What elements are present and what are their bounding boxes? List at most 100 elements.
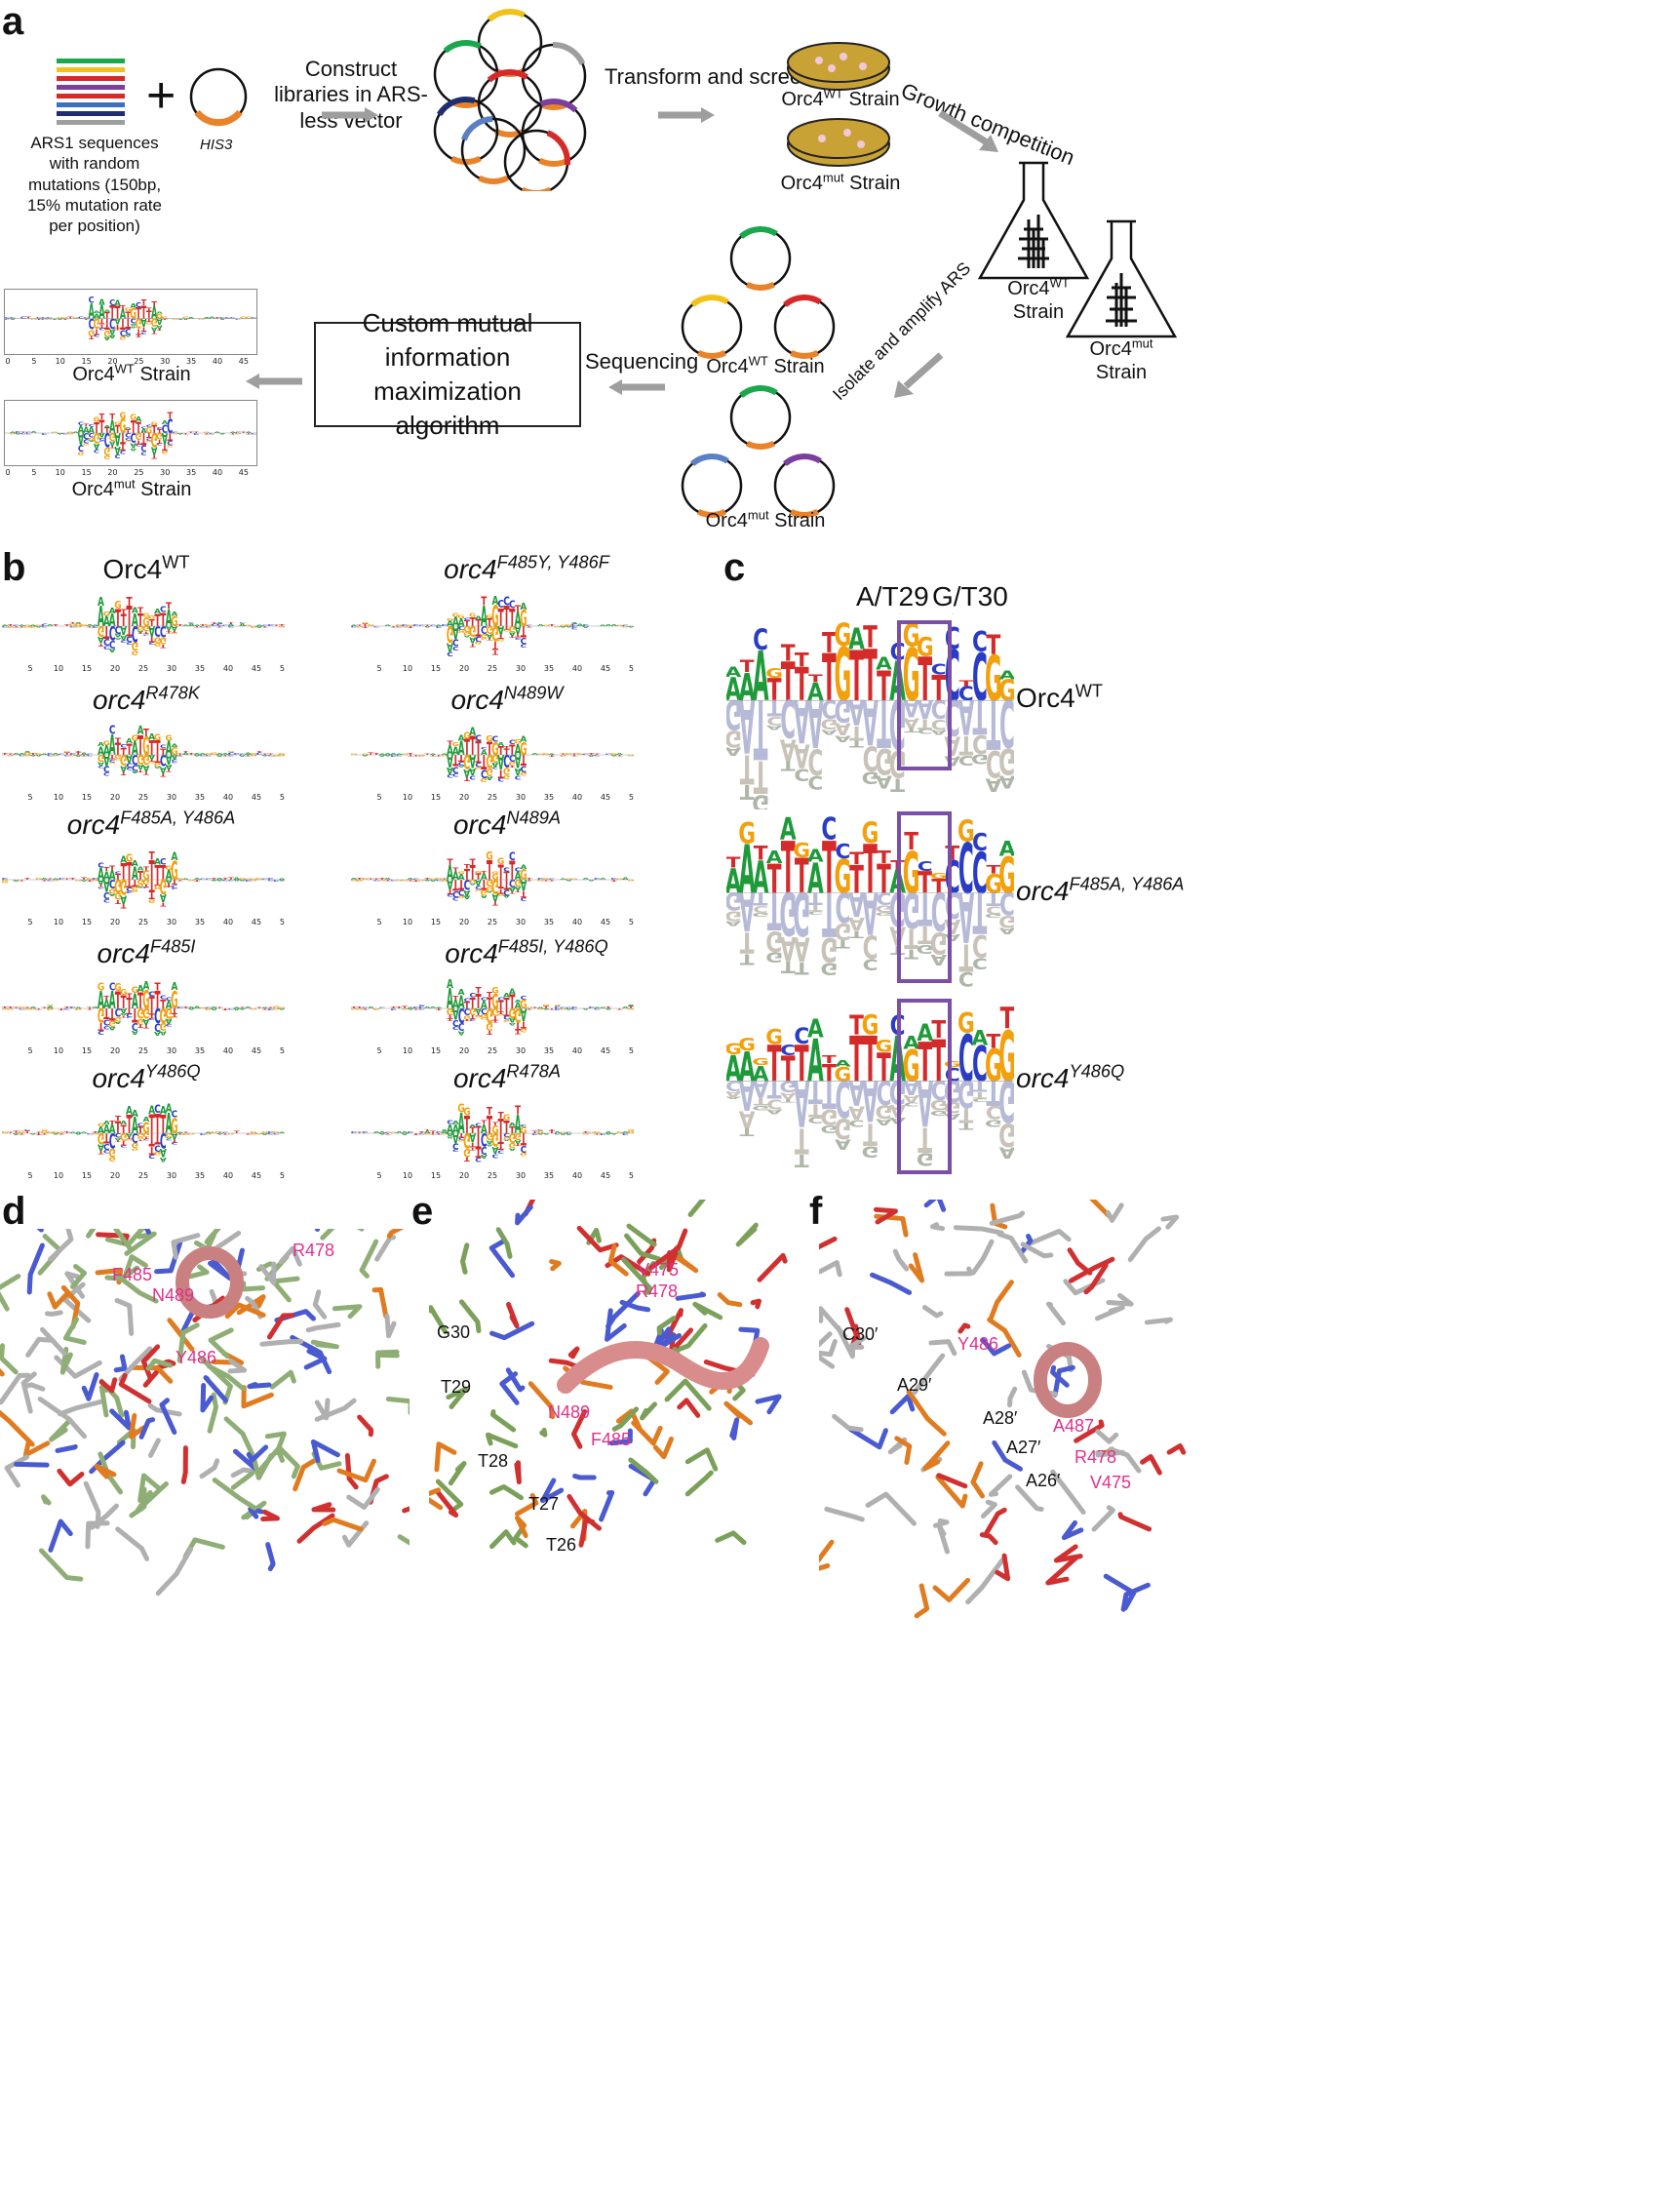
- logo-letter-A: A: [109, 648, 116, 654]
- logo-letter-T: T: [498, 767, 504, 778]
- bond-stick: [312, 1289, 328, 1320]
- logo-letter-T: T: [64, 752, 71, 756]
- logo-letter-G: G: [255, 1133, 262, 1135]
- logo-letter-G: G: [998, 848, 1014, 905]
- logo-letter-T: T: [754, 888, 768, 909]
- logo-letter-C: C: [146, 437, 152, 442]
- logo-letter-T: T: [362, 1007, 369, 1009]
- logo-letter-A: A: [136, 414, 141, 422]
- logo-letter-A: A: [447, 976, 454, 991]
- logo-letter-C: C: [103, 1142, 110, 1151]
- logo-letter-G: G: [491, 601, 498, 634]
- logo-letter-A: A: [24, 751, 31, 753]
- logo-letter-C: C: [87, 754, 94, 756]
- logo-letter-T: T: [527, 879, 533, 882]
- logo-letter-T: T: [149, 995, 156, 1013]
- logo-letter-T: T: [481, 750, 487, 774]
- logo-letter-T: T: [154, 1108, 160, 1139]
- logo-letter-C: C: [582, 754, 589, 756]
- logo-letter-T: T: [442, 879, 449, 881]
- logo-letter-G: G: [126, 1139, 133, 1141]
- logo-letter-T: T: [132, 1004, 137, 1026]
- logo-letter-T: T: [166, 886, 173, 887]
- logo-letter-G: G: [57, 317, 63, 319]
- logo-letter-T: T: [436, 1007, 443, 1010]
- logo-letter-C: C: [132, 764, 138, 772]
- logo-letter-A: A: [41, 753, 48, 755]
- logo-letter-A: A: [780, 731, 797, 765]
- logo-letter-A: A: [430, 753, 437, 755]
- bond-stick: [384, 1313, 397, 1339]
- logo-letter-A: A: [171, 850, 177, 863]
- bond-stick: [1045, 1555, 1079, 1586]
- bond-stick: [608, 1428, 633, 1446]
- logo-letter-C: C: [986, 904, 1001, 916]
- logo-letter-G: G: [132, 650, 138, 656]
- logo-letter-A: A: [98, 431, 105, 439]
- logo-letter-C: C: [228, 625, 235, 627]
- logo-letter-T: T: [149, 1005, 155, 1015]
- logo-letter-A: A: [452, 1124, 460, 1137]
- bond-stick: [37, 1397, 88, 1439]
- logo-letter-T: T: [222, 1007, 229, 1010]
- logo-letter-G: G: [486, 614, 493, 620]
- bond-stick: [458, 1299, 482, 1334]
- logo-letter-C: C: [2, 625, 9, 627]
- logo-letter-T: T: [373, 878, 380, 880]
- logo-letter-A: A: [233, 879, 240, 881]
- logo-letter-G: G: [83, 443, 90, 446]
- logo-letter-C: C: [492, 767, 499, 770]
- logo-tick-label: 10: [403, 1171, 412, 1180]
- logo-tick-label: 25: [488, 793, 497, 802]
- logo-tick-label: 20: [110, 918, 120, 927]
- bond-stick: [22, 1440, 51, 1458]
- logo-letter-T: T: [24, 1007, 31, 1009]
- logo-letter-A: A: [103, 870, 111, 884]
- logo-letter-G: G: [985, 645, 1002, 717]
- logo-letter-T: T: [781, 757, 796, 773]
- logo-letter-G: G: [154, 761, 161, 768]
- logo-letter-A: A: [930, 729, 947, 736]
- logo-letter-G: G: [542, 753, 549, 756]
- isolated-plasmids-wt: [681, 226, 836, 359]
- logo-letter-C: C: [571, 623, 578, 627]
- logo-letter-A: A: [194, 753, 202, 756]
- logo-letter-T: T: [527, 626, 533, 628]
- logo-letter-G: G: [108, 887, 115, 895]
- logo-letter-T: T: [470, 1014, 476, 1020]
- logo-letter-G: G: [171, 746, 177, 758]
- logo-letter-G: G: [7, 755, 14, 757]
- logo-letter-C: C: [160, 621, 167, 640]
- c-label-y486q: orc4Y486Q: [1016, 1061, 1125, 1093]
- logo-letter-T: T: [149, 618, 156, 629]
- bond-stick: [1052, 1364, 1075, 1398]
- logo-letter-C: C: [172, 887, 178, 890]
- logo-letter-C: C: [452, 1025, 459, 1031]
- logo-letter-A: A: [509, 988, 516, 998]
- logo-letter-T: T: [740, 1124, 755, 1137]
- logo-letter-C: C: [447, 651, 453, 657]
- logo-letter-C: C: [481, 1144, 488, 1156]
- logo-letter-C: C: [126, 635, 133, 644]
- logo-letter-G: G: [88, 328, 95, 337]
- logo-letter-T: T: [13, 625, 20, 627]
- logo-letter-G: G: [120, 415, 127, 439]
- logo-letter-C: C: [219, 317, 225, 319]
- logo-letter-A: A: [216, 622, 223, 624]
- logo-letter-A: A: [98, 745, 104, 758]
- logo-letter-G: G: [86, 878, 93, 881]
- bond-stick: [671, 1253, 699, 1274]
- logo-letter-G: G: [75, 623, 82, 627]
- logo-letter-A: A: [19, 752, 26, 756]
- logo-letter-G: G: [503, 765, 510, 775]
- b-title-f485i-y486q: orc4F485I, Y486Q: [445, 936, 608, 968]
- logo-letter-A: A: [848, 1102, 865, 1124]
- logo-letter-A: A: [930, 951, 947, 967]
- logo-letter-A: A: [148, 622, 156, 639]
- logo-letter-T: T: [115, 899, 121, 905]
- logo-letter-C: C: [41, 625, 48, 627]
- logo-letter-C: C: [606, 754, 612, 756]
- logo-letter-G: G: [930, 872, 948, 882]
- logo-letter-T: T: [424, 624, 431, 626]
- logo-letter-A: A: [109, 440, 116, 448]
